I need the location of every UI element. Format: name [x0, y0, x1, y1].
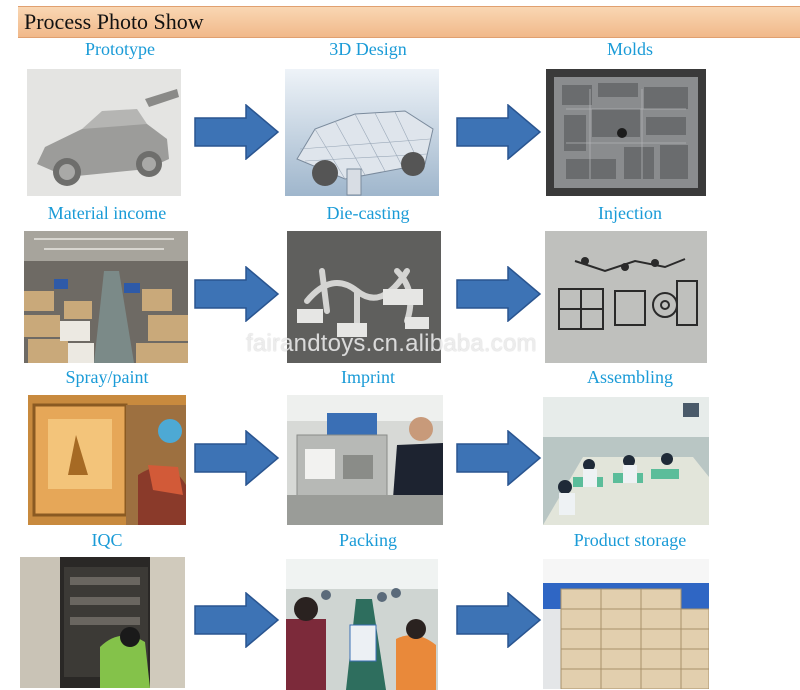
photo-material-income — [24, 231, 188, 363]
photo-assembling — [543, 397, 709, 525]
photo-imprint — [287, 395, 443, 525]
arrow-right-icon — [194, 266, 280, 322]
arrow-right-icon — [456, 592, 542, 648]
photo-iqc — [20, 557, 185, 688]
section-header: Process Photo Show — [18, 6, 800, 38]
photo-product-storage — [543, 559, 709, 689]
photo-prototype — [27, 69, 181, 196]
photo-spray-paint — [28, 395, 186, 525]
step-label-iqc: IQC — [91, 530, 123, 550]
arrow-right-icon — [194, 430, 280, 486]
step-label-die-casting: Die-casting — [326, 203, 410, 223]
section-title: Process Photo Show — [24, 9, 204, 34]
step-label-molds: Molds — [606, 39, 653, 59]
step-label-prototype: Prototype — [85, 39, 155, 59]
step-label-spray-paint: Spray/paint — [65, 367, 149, 387]
photo-injection — [545, 231, 707, 363]
step-label-injection: Injection — [598, 203, 662, 223]
step-label-3d-design: 3D Design — [329, 39, 407, 59]
photo-die-casting — [287, 231, 441, 363]
watermark: fairandtoys.cn.alibaba.com — [246, 330, 537, 357]
photo-molds — [546, 69, 706, 196]
step-label-assembling: Assembling — [586, 367, 673, 387]
arrow-right-icon — [194, 104, 280, 160]
arrow-right-icon — [456, 266, 542, 322]
arrow-right-icon — [194, 592, 280, 648]
step-label-packing: Packing — [339, 530, 397, 550]
photo-packing — [286, 559, 438, 690]
photo-3d-design — [285, 69, 439, 196]
step-label-material-income: Material income — [47, 203, 167, 223]
arrow-right-icon — [456, 104, 542, 160]
arrow-right-icon — [456, 430, 542, 486]
step-label-imprint: Imprint — [341, 367, 395, 387]
step-label-product-storage: Product storage — [573, 530, 687, 550]
